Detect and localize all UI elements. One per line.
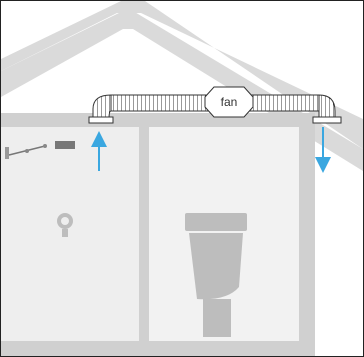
roof-band (1, 11, 363, 171)
duct-elbow-right-icon (318, 94, 336, 120)
duct-exhaust-grille (312, 116, 342, 124)
toilet-icon (185, 213, 247, 337)
right-outer-wall (299, 113, 315, 356)
duct-intake-grille (88, 116, 114, 124)
fan-label: fan (221, 95, 238, 109)
floor (1, 341, 315, 356)
roof (1, 1, 363, 149)
light-bulb-icon (57, 213, 73, 237)
wall-fixture-icon (5, 141, 75, 159)
fan-icon: fan (204, 86, 254, 118)
ceiling (1, 113, 315, 127)
partition-wall (139, 127, 149, 341)
duct-elbow-icon (92, 94, 112, 120)
left-room (1, 127, 139, 341)
